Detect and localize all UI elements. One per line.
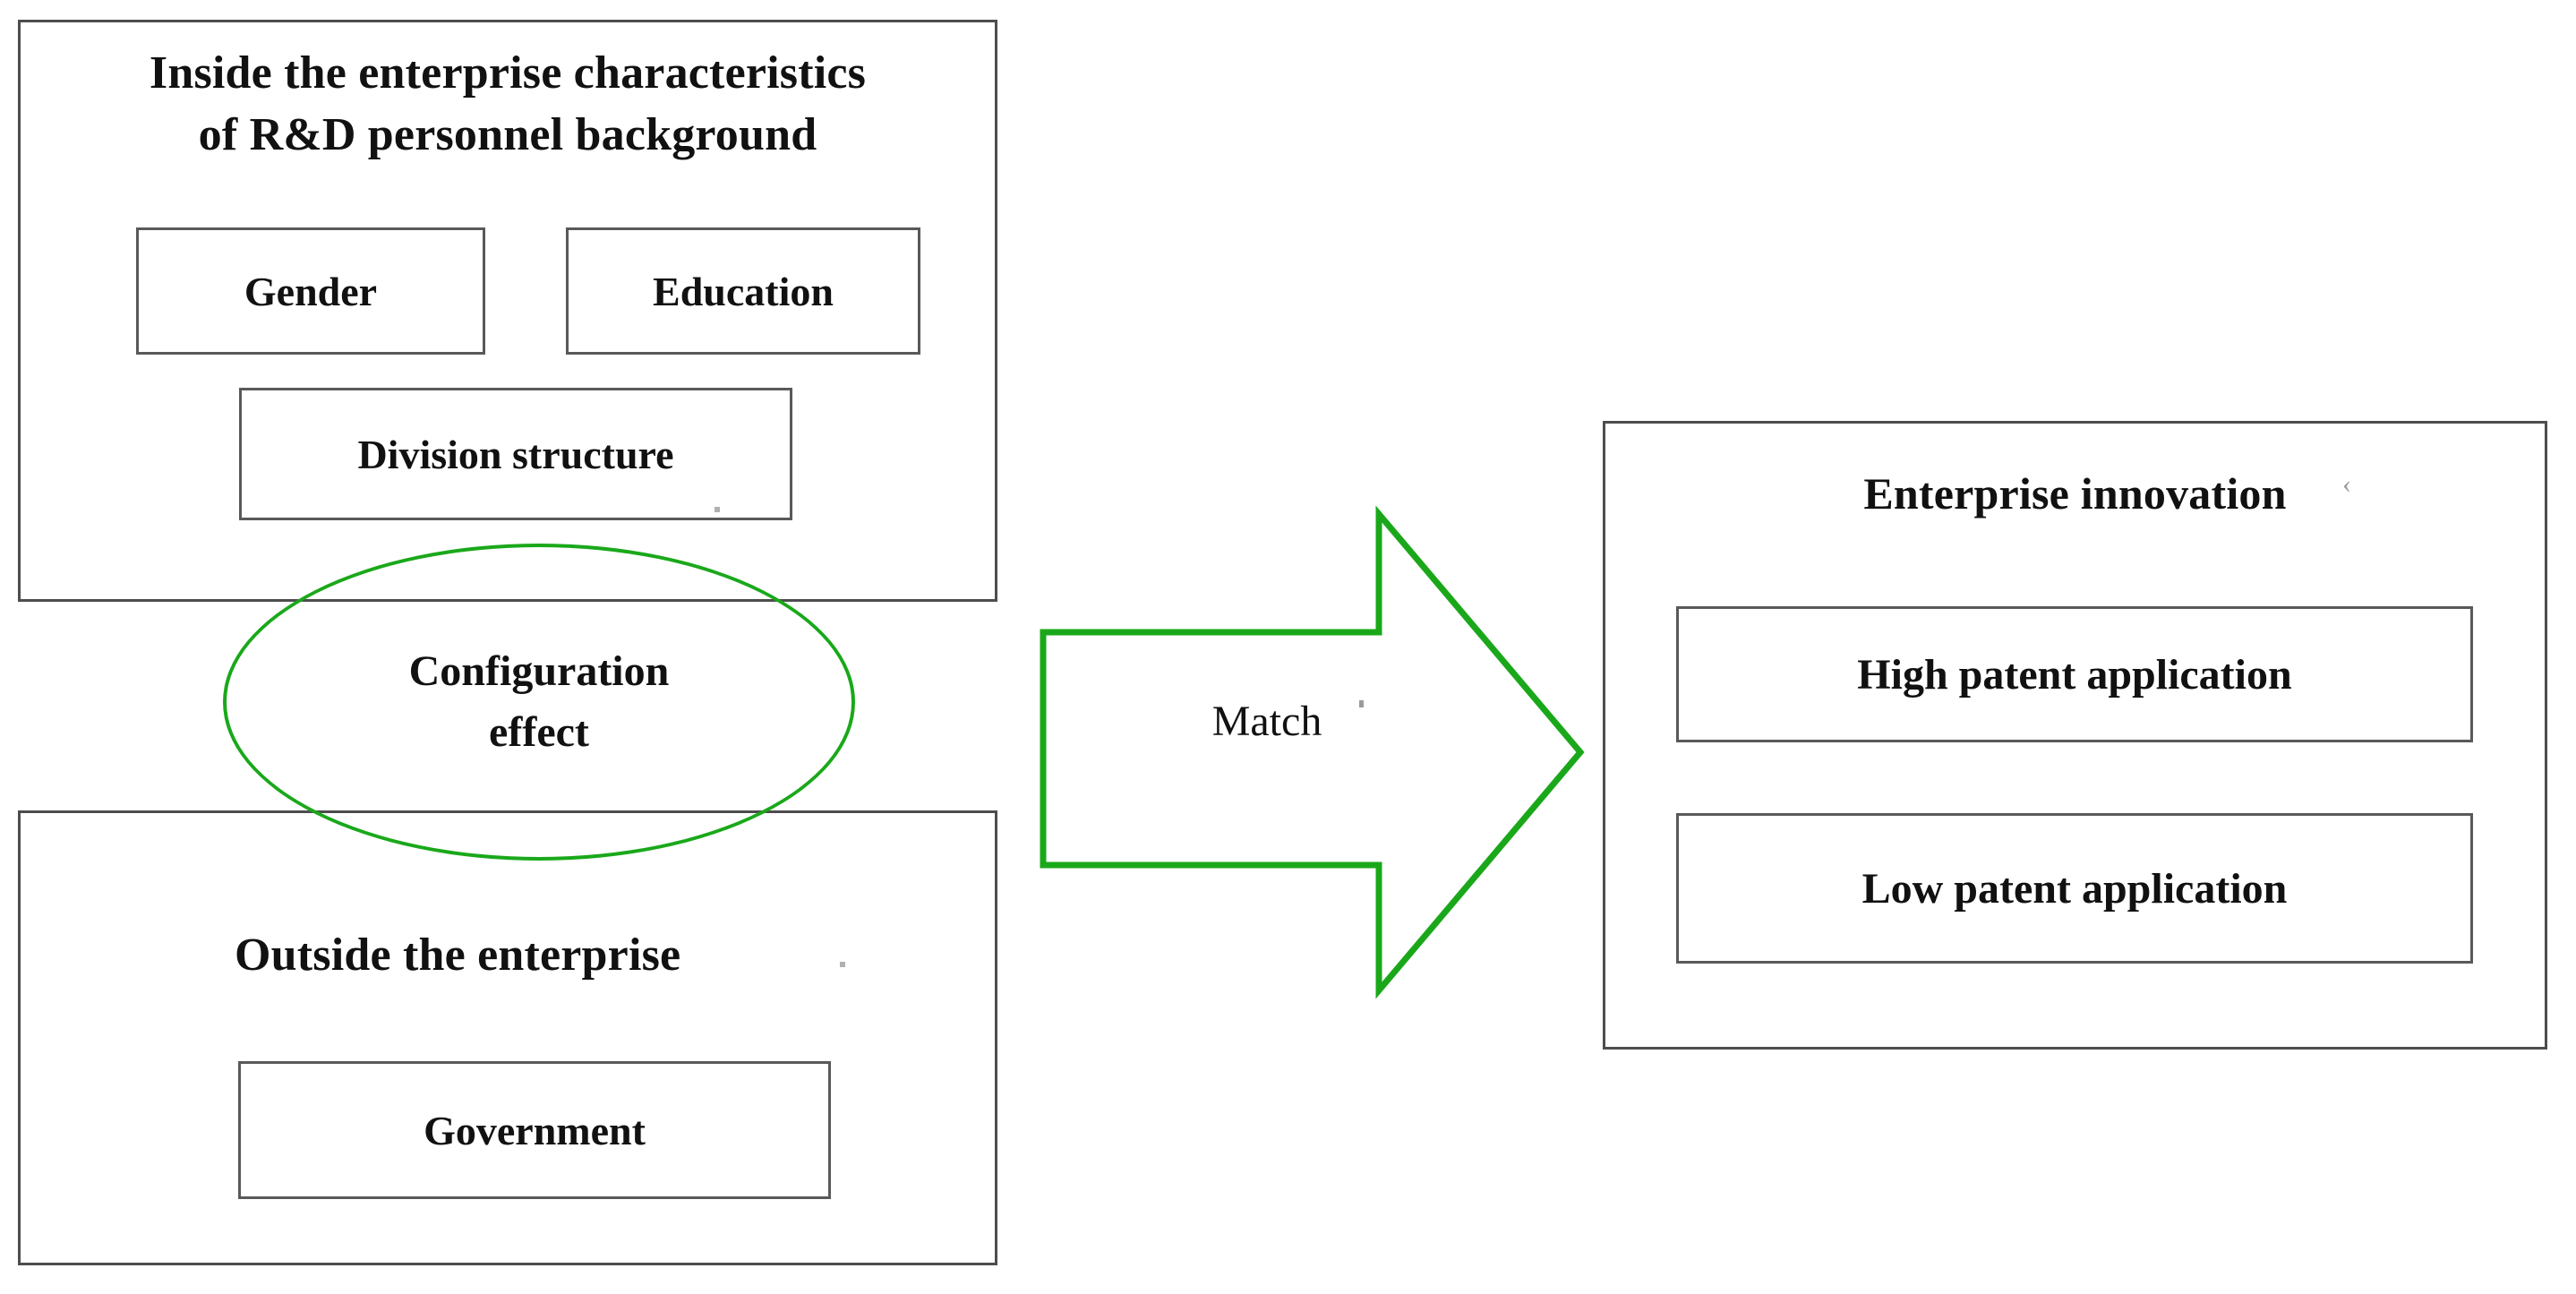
box-low-patent-application[interactable]: Low patent application [1676,813,2473,964]
box-education[interactable]: Education [566,227,920,355]
box-division-structure[interactable]: Division structure [239,388,792,520]
box-low-patent-application-label: Low patent application [1861,864,2288,913]
panel-internal-title: Inside the enterprise characteristics of… [149,47,867,160]
innovation-title-artifact-glyph: ‹ [2342,469,2351,499]
box-gender[interactable]: Gender [136,227,485,355]
ellipse-configuration-effect[interactable]: Configuration effect [223,544,855,861]
box-high-patent-application-label: High patent application [1857,650,2292,698]
artifact-speck-division [715,507,720,512]
box-government-label: Government [424,1107,646,1153]
box-division-structure-label: Division structure [357,431,674,477]
box-education-label: Education [653,268,834,314]
artifact-speck-arrow [1359,700,1364,707]
box-gender-label: Gender [244,268,378,314]
arrow-match-label: Match [1211,698,1322,745]
arrow-shape [1040,505,1585,999]
box-government[interactable]: Government [238,1061,831,1199]
arrow-match[interactable] [1034,501,1589,1003]
artifact-speck-external [840,962,845,967]
panel-external-title: Outside the enterprise [235,930,681,981]
box-high-patent-application[interactable]: High patent application [1676,606,2473,742]
configuration-effect-label: Configuration effect [408,647,670,756]
panel-innovation-title: Enterprise innovation [1863,468,2287,518]
